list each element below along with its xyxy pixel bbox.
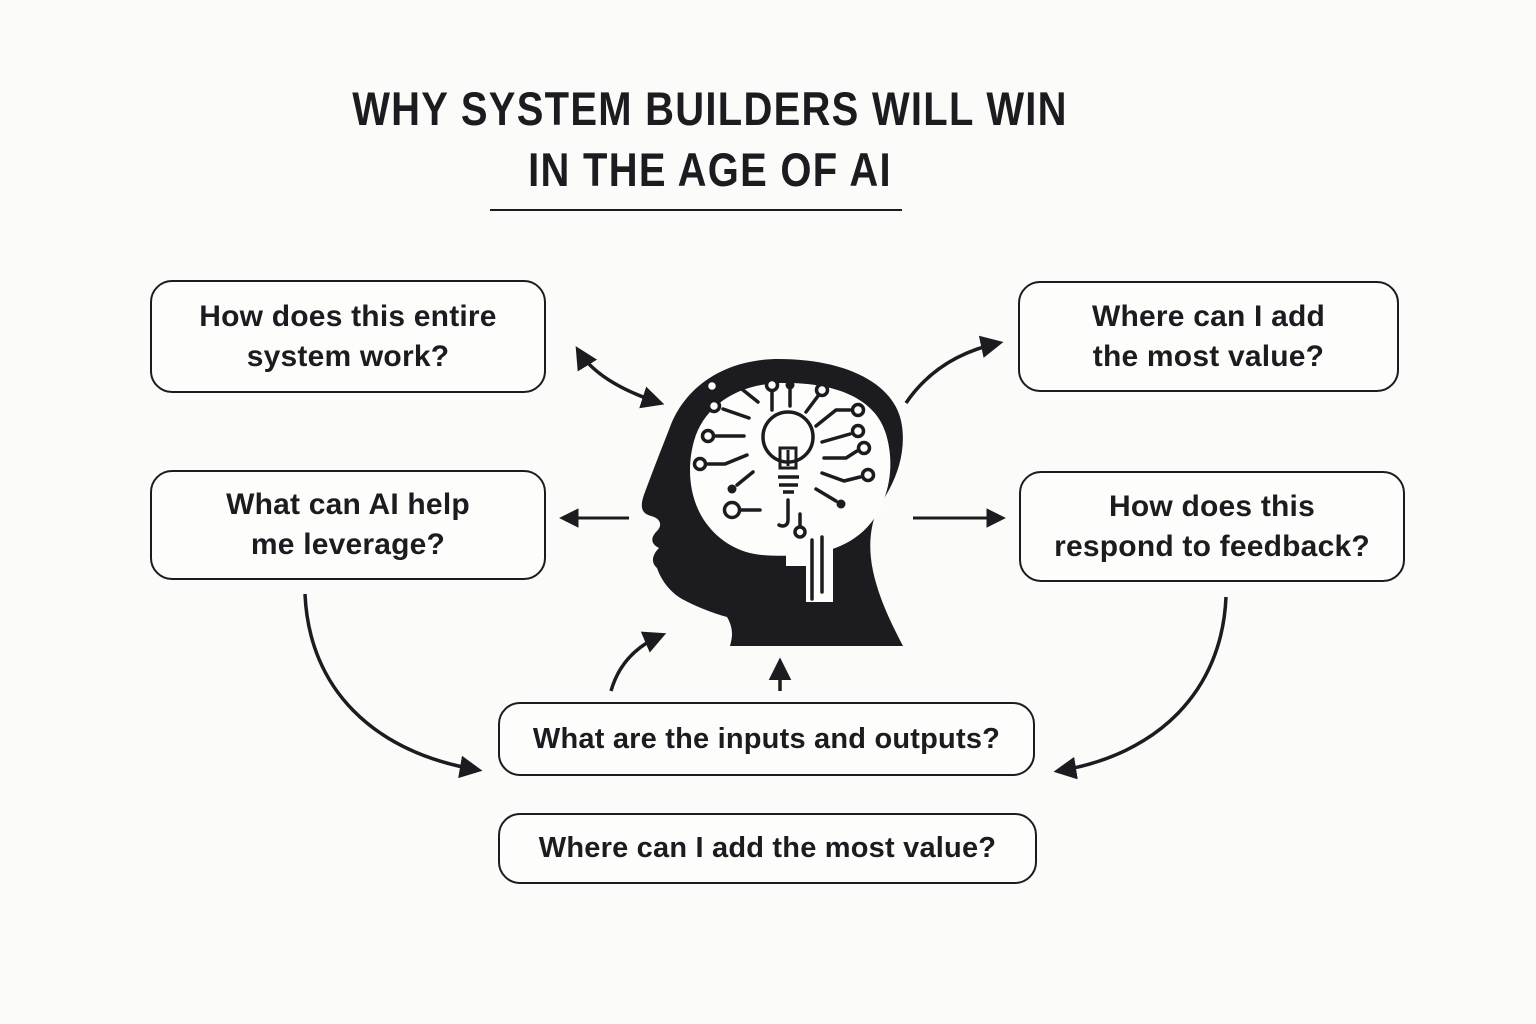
question-box-inputs-outputs: What are the inputs and outputs? [498,702,1035,776]
title-line-2: IN THE AGE OF AI [528,143,892,196]
arrow-head-to-top-right [904,335,1004,404]
question-text: system work? [246,339,450,373]
title-line-1: WHY SYSTEM BUILDERS WILL WIN [352,82,1068,135]
page-title: WHY SYSTEM BUILDERS WILL WIN IN THE AGE … [107,78,1314,200]
arrow-mid-right-to-bottom [1053,596,1228,780]
question-text: Where can I add [1091,299,1326,333]
question-text: me leverage? [250,528,446,561]
question-box-add-value-top: Where can I add the most value? [1018,281,1399,392]
question-box-feedback: How does this respond to feedback? [1019,471,1405,582]
arrow-mid-left-to-bottom [303,593,483,779]
circuit-traces [692,377,876,601]
question-text: Where can I add the most value? [538,832,997,865]
question-box-add-value-bottom: Where can I add the most value? [498,813,1037,884]
question-text: How does this entire [199,299,497,333]
question-text: the most value? [1092,339,1325,373]
lightbulb-icon [761,410,815,494]
head-circuit-brain-icon [641,359,903,646]
question-text: What are the inputs and outputs? [532,722,1001,755]
question-box-ai-leverage: What can AI help me leverage? [150,470,546,580]
title-underline [490,209,902,211]
question-text: What can AI help [226,488,470,522]
question-text: How does this [1109,489,1315,523]
question-text: respond to feedback? [1054,529,1370,563]
brain-stem [806,535,833,602]
brain-stem-step [786,535,808,566]
question-box-system-work: How does this entire system work? [150,280,546,393]
